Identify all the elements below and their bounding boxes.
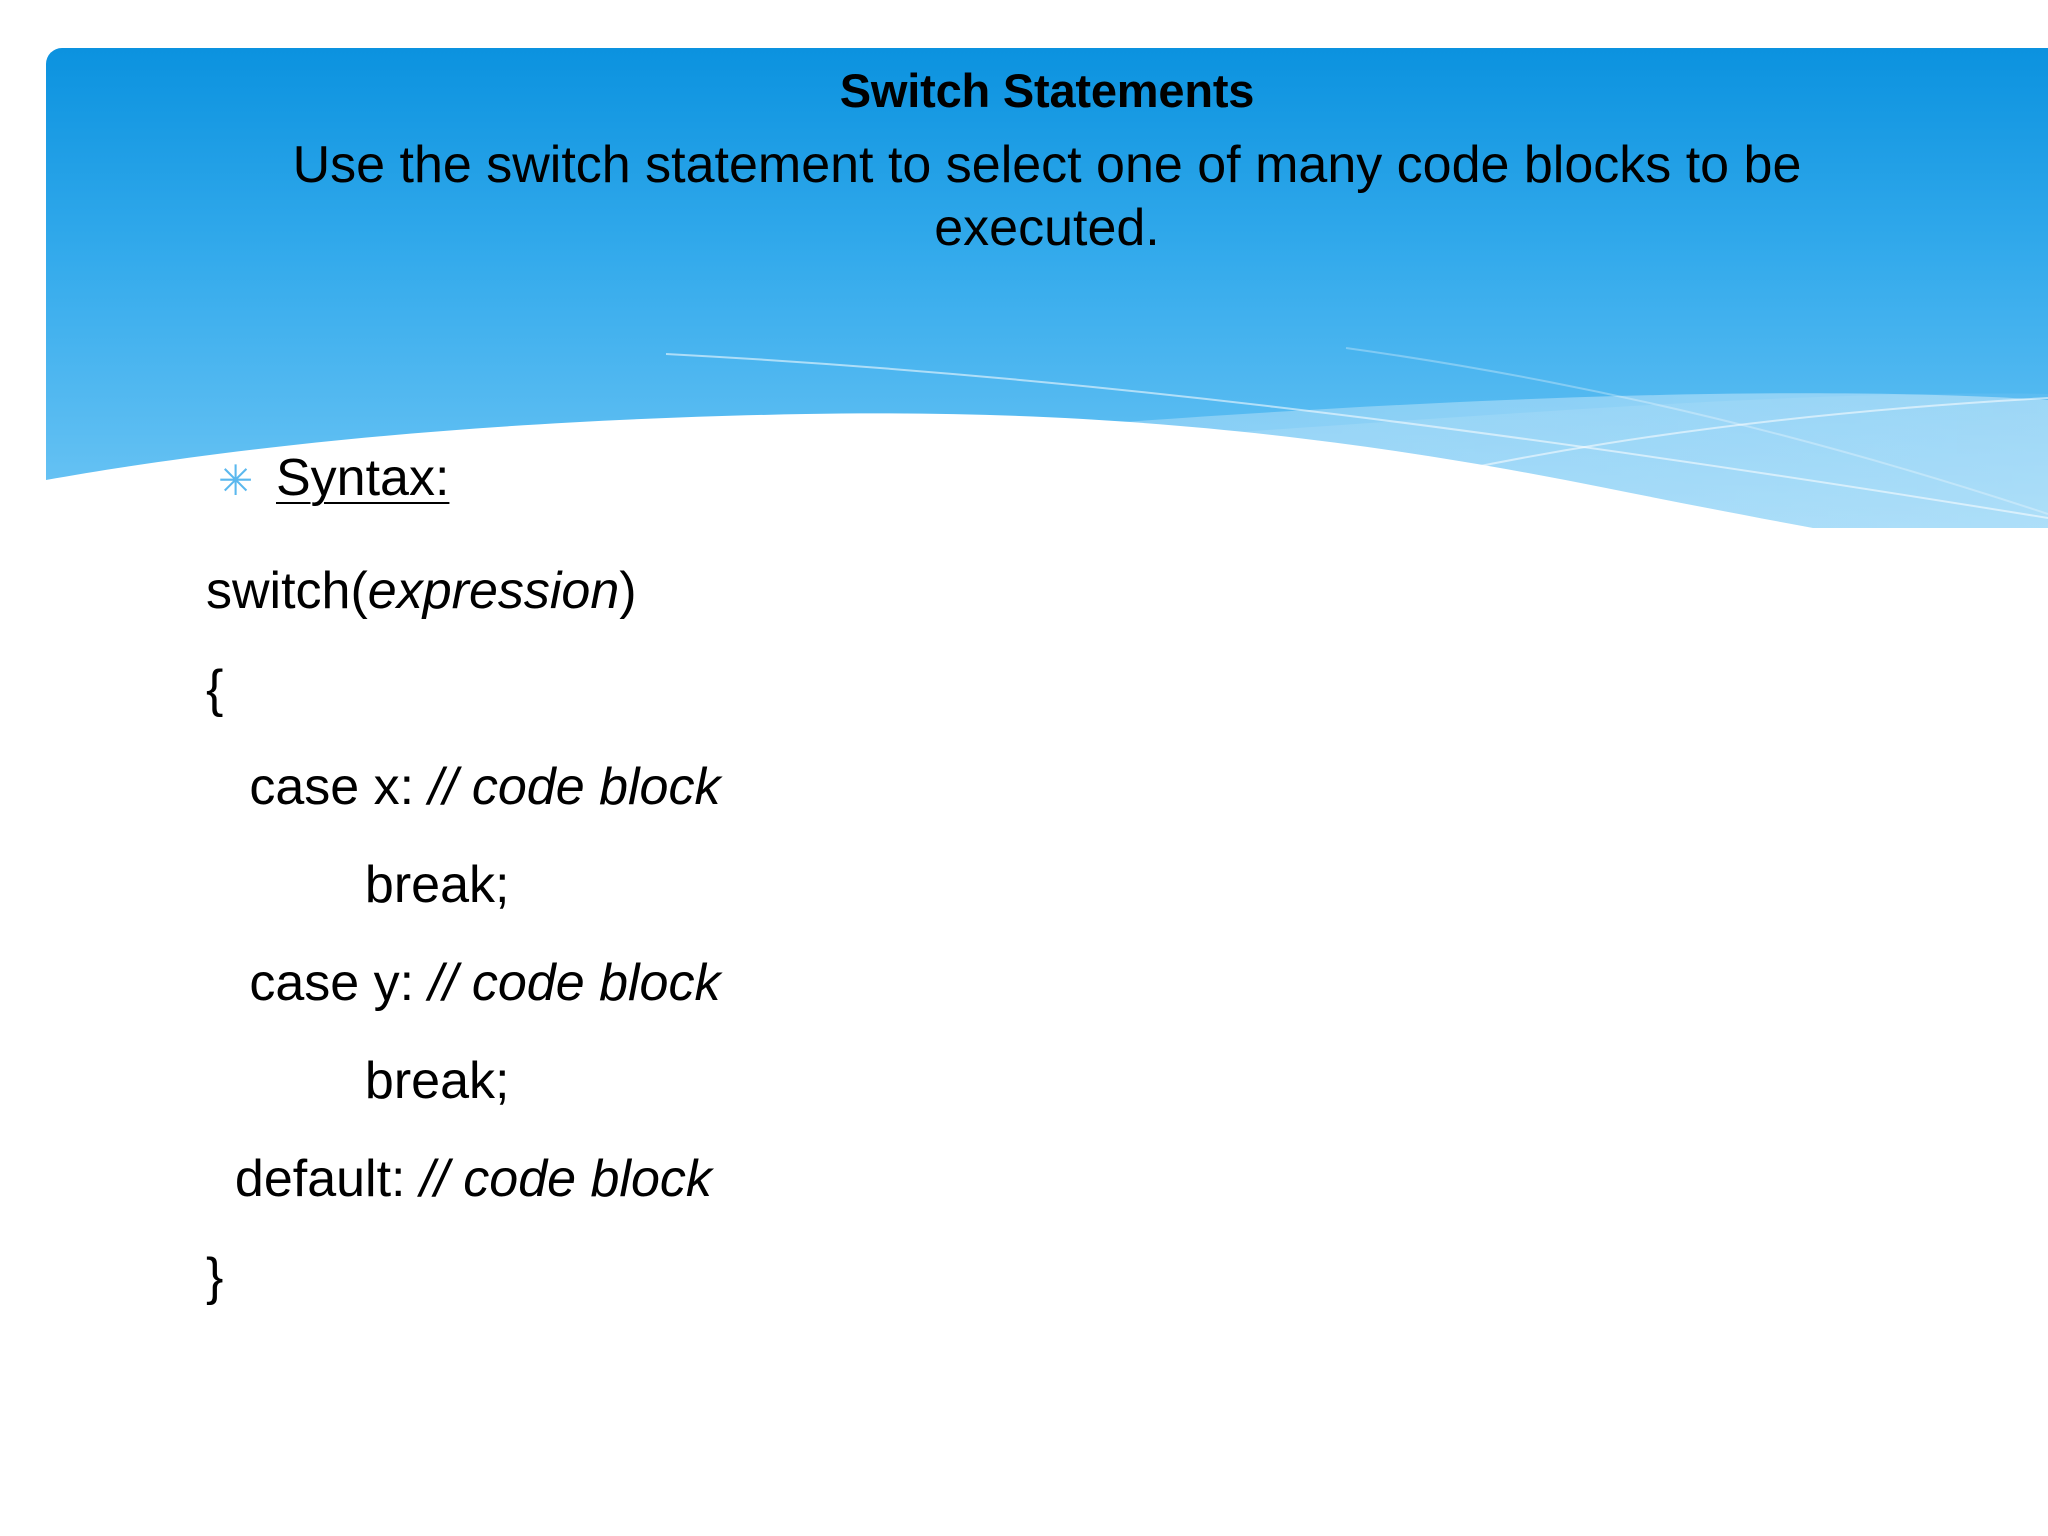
code-emphasis: // code block: [428, 954, 721, 1012]
code-emphasis: // code block: [419, 1150, 712, 1208]
code-line: case y: // code block: [206, 934, 1906, 1032]
code-keyword: switch(: [206, 562, 368, 620]
code-line: }: [206, 1228, 1906, 1326]
code-line: case x: // code block: [206, 738, 1906, 836]
code-emphasis: expression: [367, 562, 620, 620]
code-keyword: case x:: [249, 758, 429, 816]
code-indent: [206, 1150, 235, 1208]
code-snippet: switch(expression) { case x: // code bloc…: [206, 542, 1906, 1326]
code-keyword: break;: [364, 1052, 510, 1110]
code-indent: [206, 856, 365, 914]
code-indent: [206, 758, 249, 816]
code-keyword: }: [206, 1248, 224, 1306]
code-indent: [206, 954, 249, 1012]
syntax-label: Syntax:: [276, 449, 450, 507]
code-line: break;: [206, 836, 1906, 934]
asterisk-bullet-icon: ✳: [218, 457, 254, 504]
banner-wave-graphic: [46, 48, 2048, 528]
code-keyword: default:: [234, 1150, 420, 1208]
code-keyword: break;: [364, 856, 510, 914]
code-keyword: case y:: [249, 954, 429, 1012]
code-line: {: [206, 640, 1906, 738]
header-banner: [46, 48, 2048, 528]
code-line: break;: [206, 1032, 1906, 1130]
code-indent: [206, 1052, 365, 1110]
code-line: switch(expression): [206, 542, 1906, 640]
slide-body: ✳ Syntax: switch(expression) { case x: //…: [0, 430, 2048, 1536]
syntax-bullet-row: ✳ Syntax:: [218, 449, 450, 507]
code-emphasis: // code block: [428, 758, 721, 816]
code-punctuation: ): [619, 562, 637, 620]
code-line: default: // code block: [206, 1130, 1906, 1228]
code-keyword: {: [206, 660, 224, 718]
